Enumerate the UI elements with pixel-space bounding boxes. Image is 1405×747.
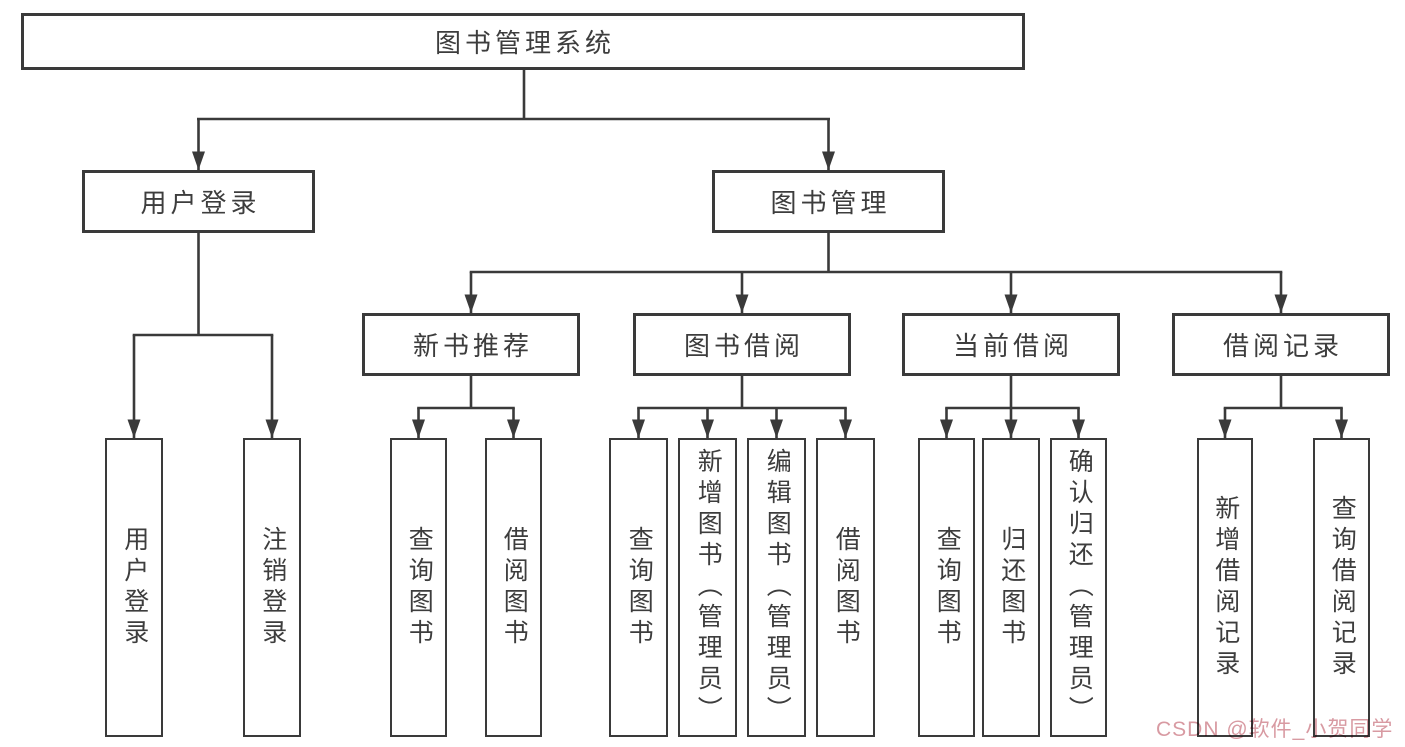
leaf-records-query-record-label: 查询借阅记录 xyxy=(1328,494,1357,681)
leaf-borrow-query-books-label: 查询图书 xyxy=(625,525,654,650)
leaf-newbook-query-books-label: 查询图书 xyxy=(405,525,434,650)
leaf-newbook-query-books: 查询图书 xyxy=(390,438,447,737)
leaf-current-query-books-label: 查询图书 xyxy=(933,525,962,650)
leaf-borrow-add-books-admin: 新增图书（管理员） xyxy=(678,438,737,737)
node-user-login: 用户登录 xyxy=(82,170,315,233)
node-borrow-records: 借阅记录 xyxy=(1172,313,1390,376)
leaf-current-return-books-label: 归还图书 xyxy=(997,525,1026,650)
node-borrow-records-label: 借阅记录 xyxy=(1222,331,1343,361)
node-user-login-label: 用户登录 xyxy=(140,188,261,218)
node-book-borrow-label: 图书借阅 xyxy=(683,331,804,361)
leaf-records-add-record: 新增借阅记录 xyxy=(1197,438,1253,737)
node-current-borrow-label: 当前借阅 xyxy=(952,331,1073,361)
node-new-book-recommend-label: 新书推荐 xyxy=(412,331,533,361)
leaf-current-confirm-return-admin: 确认归还（管理员） xyxy=(1050,438,1107,737)
leaf-current-confirm-return-admin-label: 确认归还（管理员） xyxy=(1065,448,1094,727)
node-current-borrow: 当前借阅 xyxy=(902,313,1120,376)
leaf-newbook-borrow-books: 借阅图书 xyxy=(485,438,542,737)
leaf-borrow-borrow-books-label: 借阅图书 xyxy=(832,525,861,650)
leaf-logout-label: 注销登录 xyxy=(258,525,287,650)
node-root-label: 图书管理系统 xyxy=(434,28,615,58)
leaf-user-login: 用户登录 xyxy=(105,438,163,737)
leaf-records-query-record: 查询借阅记录 xyxy=(1313,438,1370,737)
node-root: 图书管理系统 xyxy=(21,13,1025,70)
leaf-borrow-add-books-admin-label: 新增图书（管理员） xyxy=(694,448,723,727)
leaf-borrow-query-books: 查询图书 xyxy=(609,438,668,737)
node-book-borrow: 图书借阅 xyxy=(633,313,851,376)
leaf-borrow-borrow-books: 借阅图书 xyxy=(816,438,875,737)
leaf-current-return-books: 归还图书 xyxy=(982,438,1040,737)
leaf-borrow-edit-books-admin-label: 编辑图书（管理员） xyxy=(763,448,792,727)
node-book-management-label: 图书管理 xyxy=(770,188,891,218)
watermark: CSDN @软件_小贺同学 xyxy=(1156,718,1394,741)
leaf-records-add-record-label: 新增借阅记录 xyxy=(1211,494,1240,681)
node-book-management: 图书管理 xyxy=(712,170,945,233)
leaf-logout: 注销登录 xyxy=(243,438,301,737)
leaf-borrow-edit-books-admin: 编辑图书（管理员） xyxy=(747,438,806,737)
node-new-book-recommend: 新书推荐 xyxy=(362,313,580,376)
leaf-current-query-books: 查询图书 xyxy=(918,438,975,737)
leaf-newbook-borrow-books-label: 借阅图书 xyxy=(500,525,529,650)
leaf-user-login-label: 用户登录 xyxy=(120,525,149,650)
